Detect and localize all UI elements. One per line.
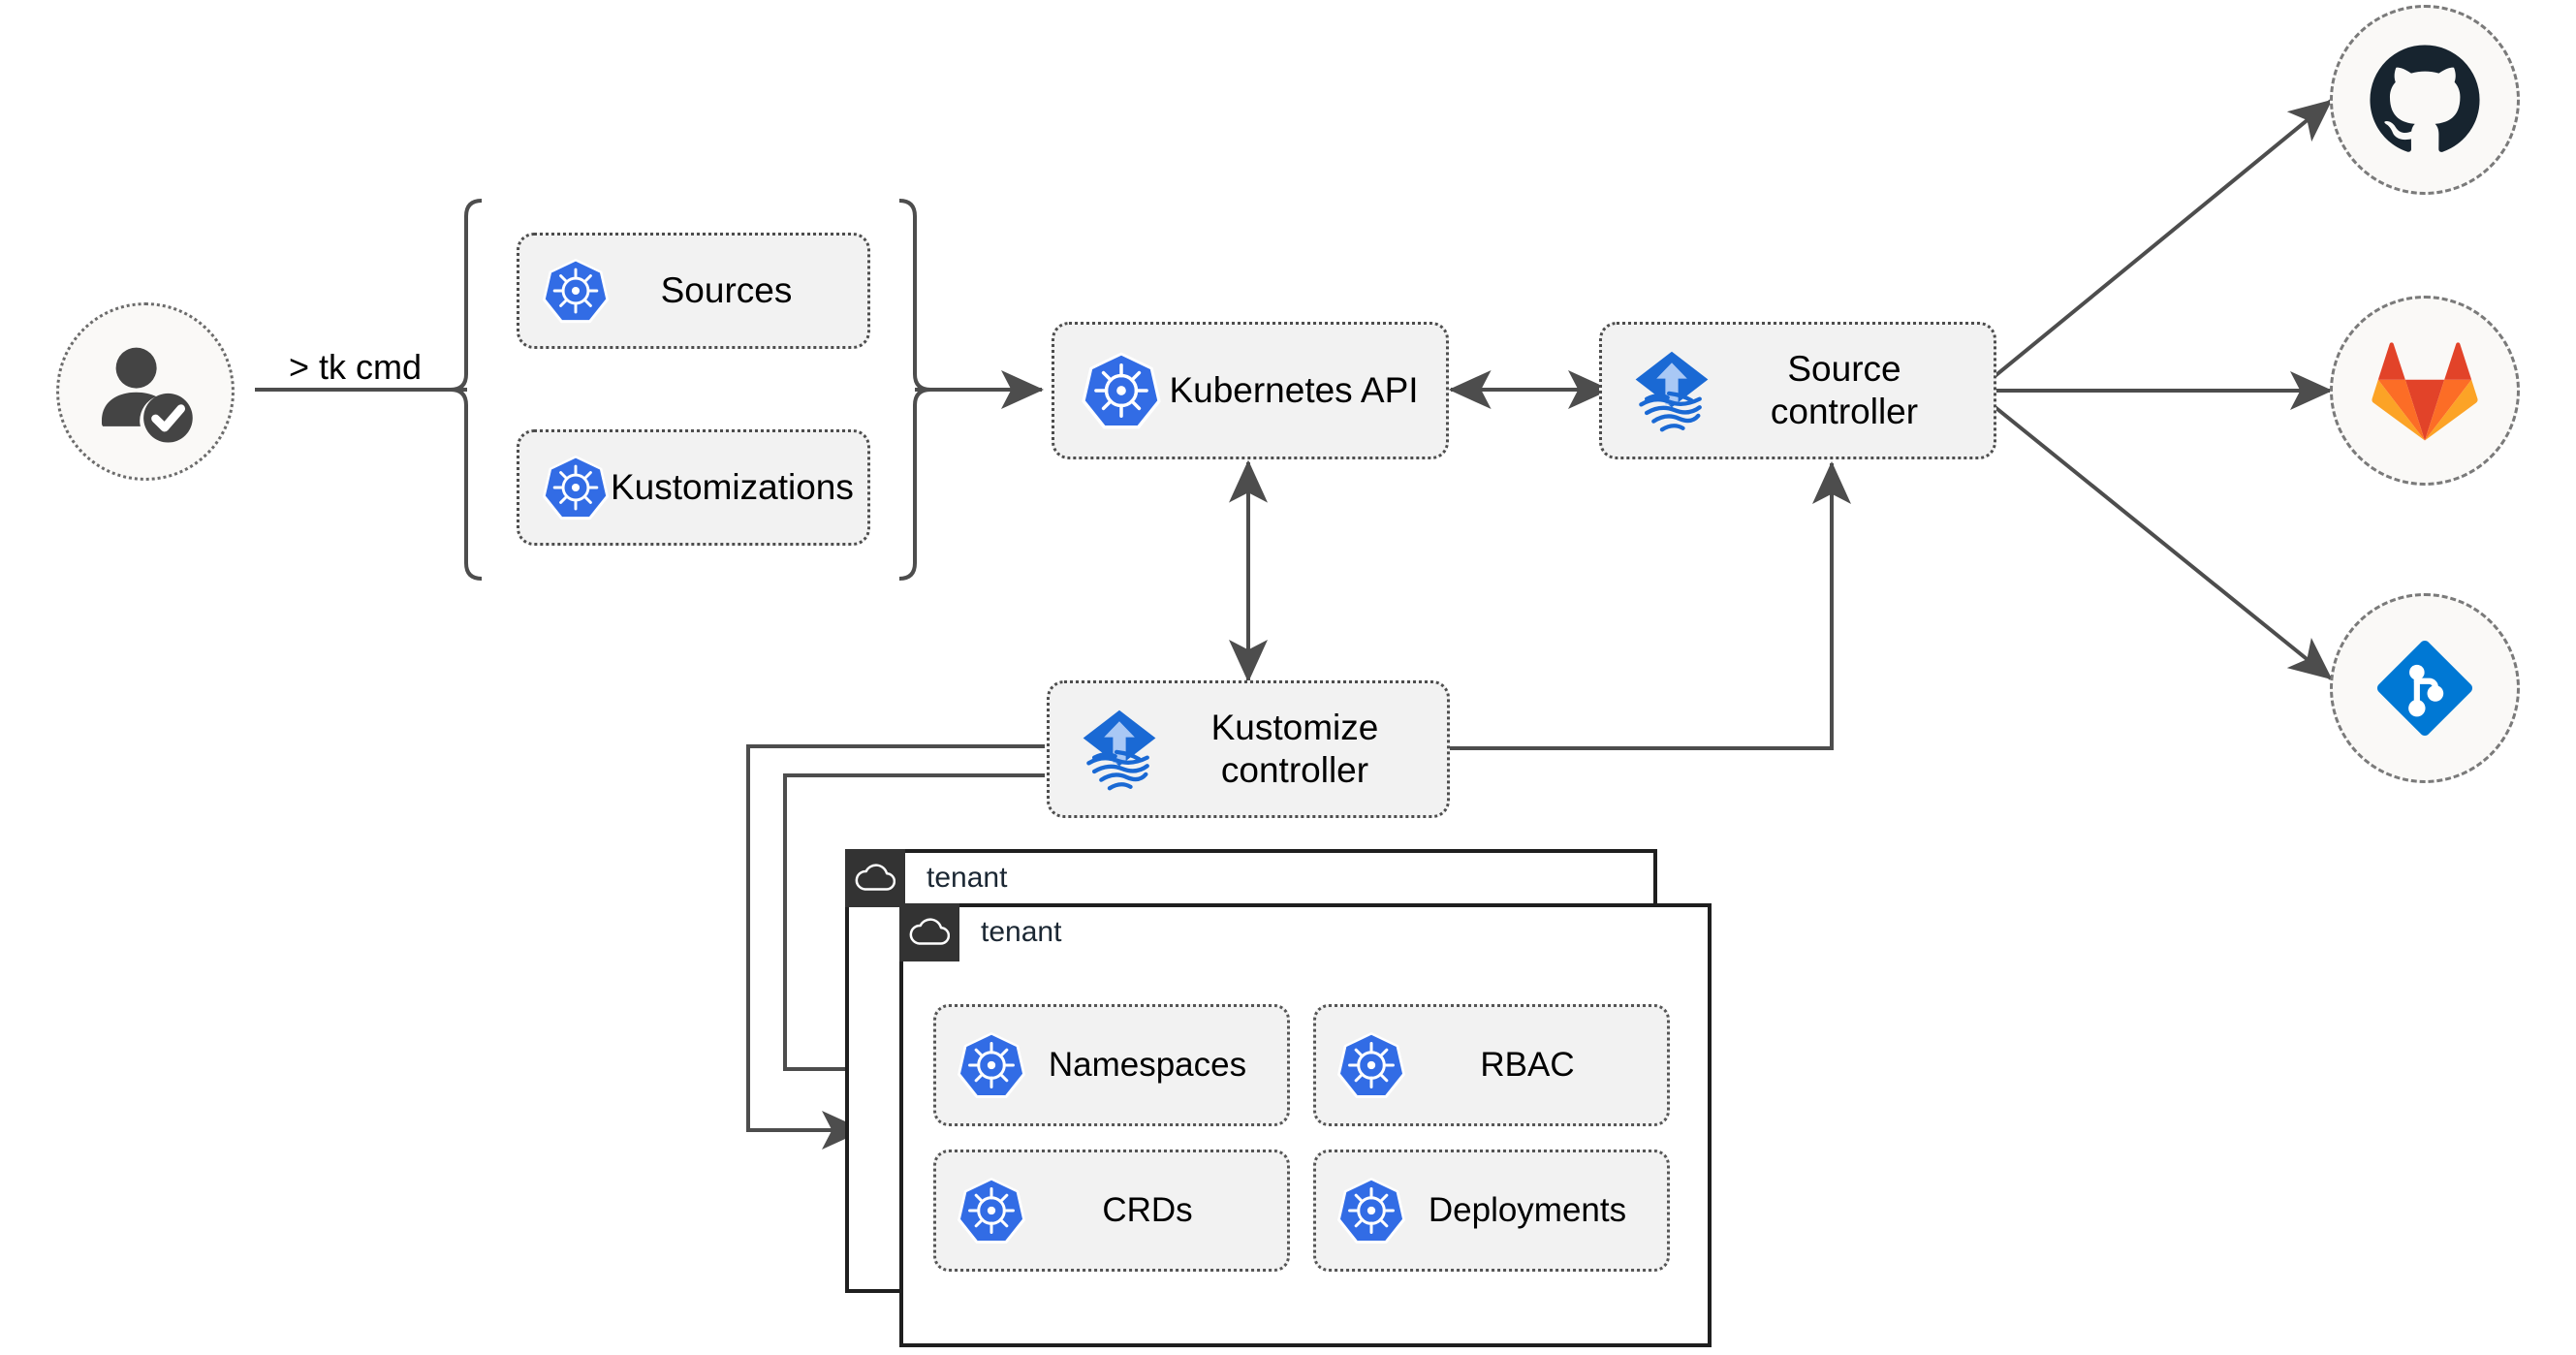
cloud-icon <box>899 903 959 961</box>
kubernetes-icon <box>1080 349 1163 432</box>
git-provider-gitlab[interactable] <box>2330 296 2520 486</box>
gitlab-icon <box>2372 342 2478 441</box>
kustomize-controller-node[interactable]: Kustomize controller <box>1047 680 1450 818</box>
tenant-resource-label: Deployments <box>1428 1191 1627 1229</box>
brace-left <box>450 199 483 581</box>
kubernetes-icon <box>956 1029 1027 1101</box>
user-verified-icon <box>101 347 193 443</box>
kubernetes-api-node[interactable]: Kubernetes API <box>1052 322 1449 459</box>
tenant-resource-label: RBAC <box>1480 1046 1575 1084</box>
tenant-resource-label: CRDs <box>1102 1191 1193 1229</box>
github-icon <box>2370 45 2480 152</box>
kubernetes-icon <box>1335 1029 1407 1101</box>
brace-right <box>898 199 931 581</box>
tenant-resource-crds[interactable]: CRDs <box>933 1150 1290 1272</box>
kubernetes-icon <box>1335 1175 1407 1246</box>
tenant-resource-deployments[interactable]: Deployments <box>1313 1150 1670 1272</box>
kubernetes-icon <box>541 453 611 522</box>
git-provider-azure-repos[interactable] <box>2330 593 2520 783</box>
kubernetes-icon <box>956 1175 1027 1246</box>
wire-source-to-github <box>1991 99 2333 380</box>
source-controller-node[interactable]: Source controller <box>1599 322 1996 459</box>
tenant-resource-namespaces[interactable]: Namespaces <box>933 1004 1290 1126</box>
tenant-name-label: tenant <box>981 916 1062 948</box>
wire-source-to-azure <box>1991 403 2333 680</box>
source-controller-label: Source controller <box>1770 349 1919 431</box>
user-actor[interactable] <box>56 302 235 481</box>
kustomize-controller-label: Kustomize controller <box>1210 708 1379 790</box>
cloud-icon <box>845 849 905 907</box>
tenant-header-2: tenant <box>899 903 1061 961</box>
cli-command-label: > tk cmd <box>289 347 423 387</box>
git-provider-github[interactable] <box>2330 5 2520 195</box>
tenant-frame-2[interactable]: tenant <box>899 903 1712 1347</box>
wire-kustomize-to-source <box>1450 461 1851 750</box>
cli-item-label: Sources <box>660 270 793 311</box>
cli-item-sources[interactable]: Sources <box>517 233 870 349</box>
flux-icon <box>1075 705 1164 794</box>
tenant-resource-rbac[interactable]: RBAC <box>1313 1004 1670 1126</box>
git-repo-icon <box>2376 640 2473 737</box>
kubernetes-icon <box>541 256 611 326</box>
tenant-resource-label: Namespaces <box>1048 1046 1247 1084</box>
kubernetes-api-label: Kubernetes API <box>1169 370 1419 411</box>
tenant-header-1: tenant <box>845 849 1007 907</box>
cli-item-label: Kustomizations <box>611 467 854 508</box>
cli-item-kustomizations[interactable]: Kustomizations <box>517 429 870 546</box>
tenant-name-label: tenant <box>927 862 1008 894</box>
flux-icon <box>1627 346 1716 435</box>
